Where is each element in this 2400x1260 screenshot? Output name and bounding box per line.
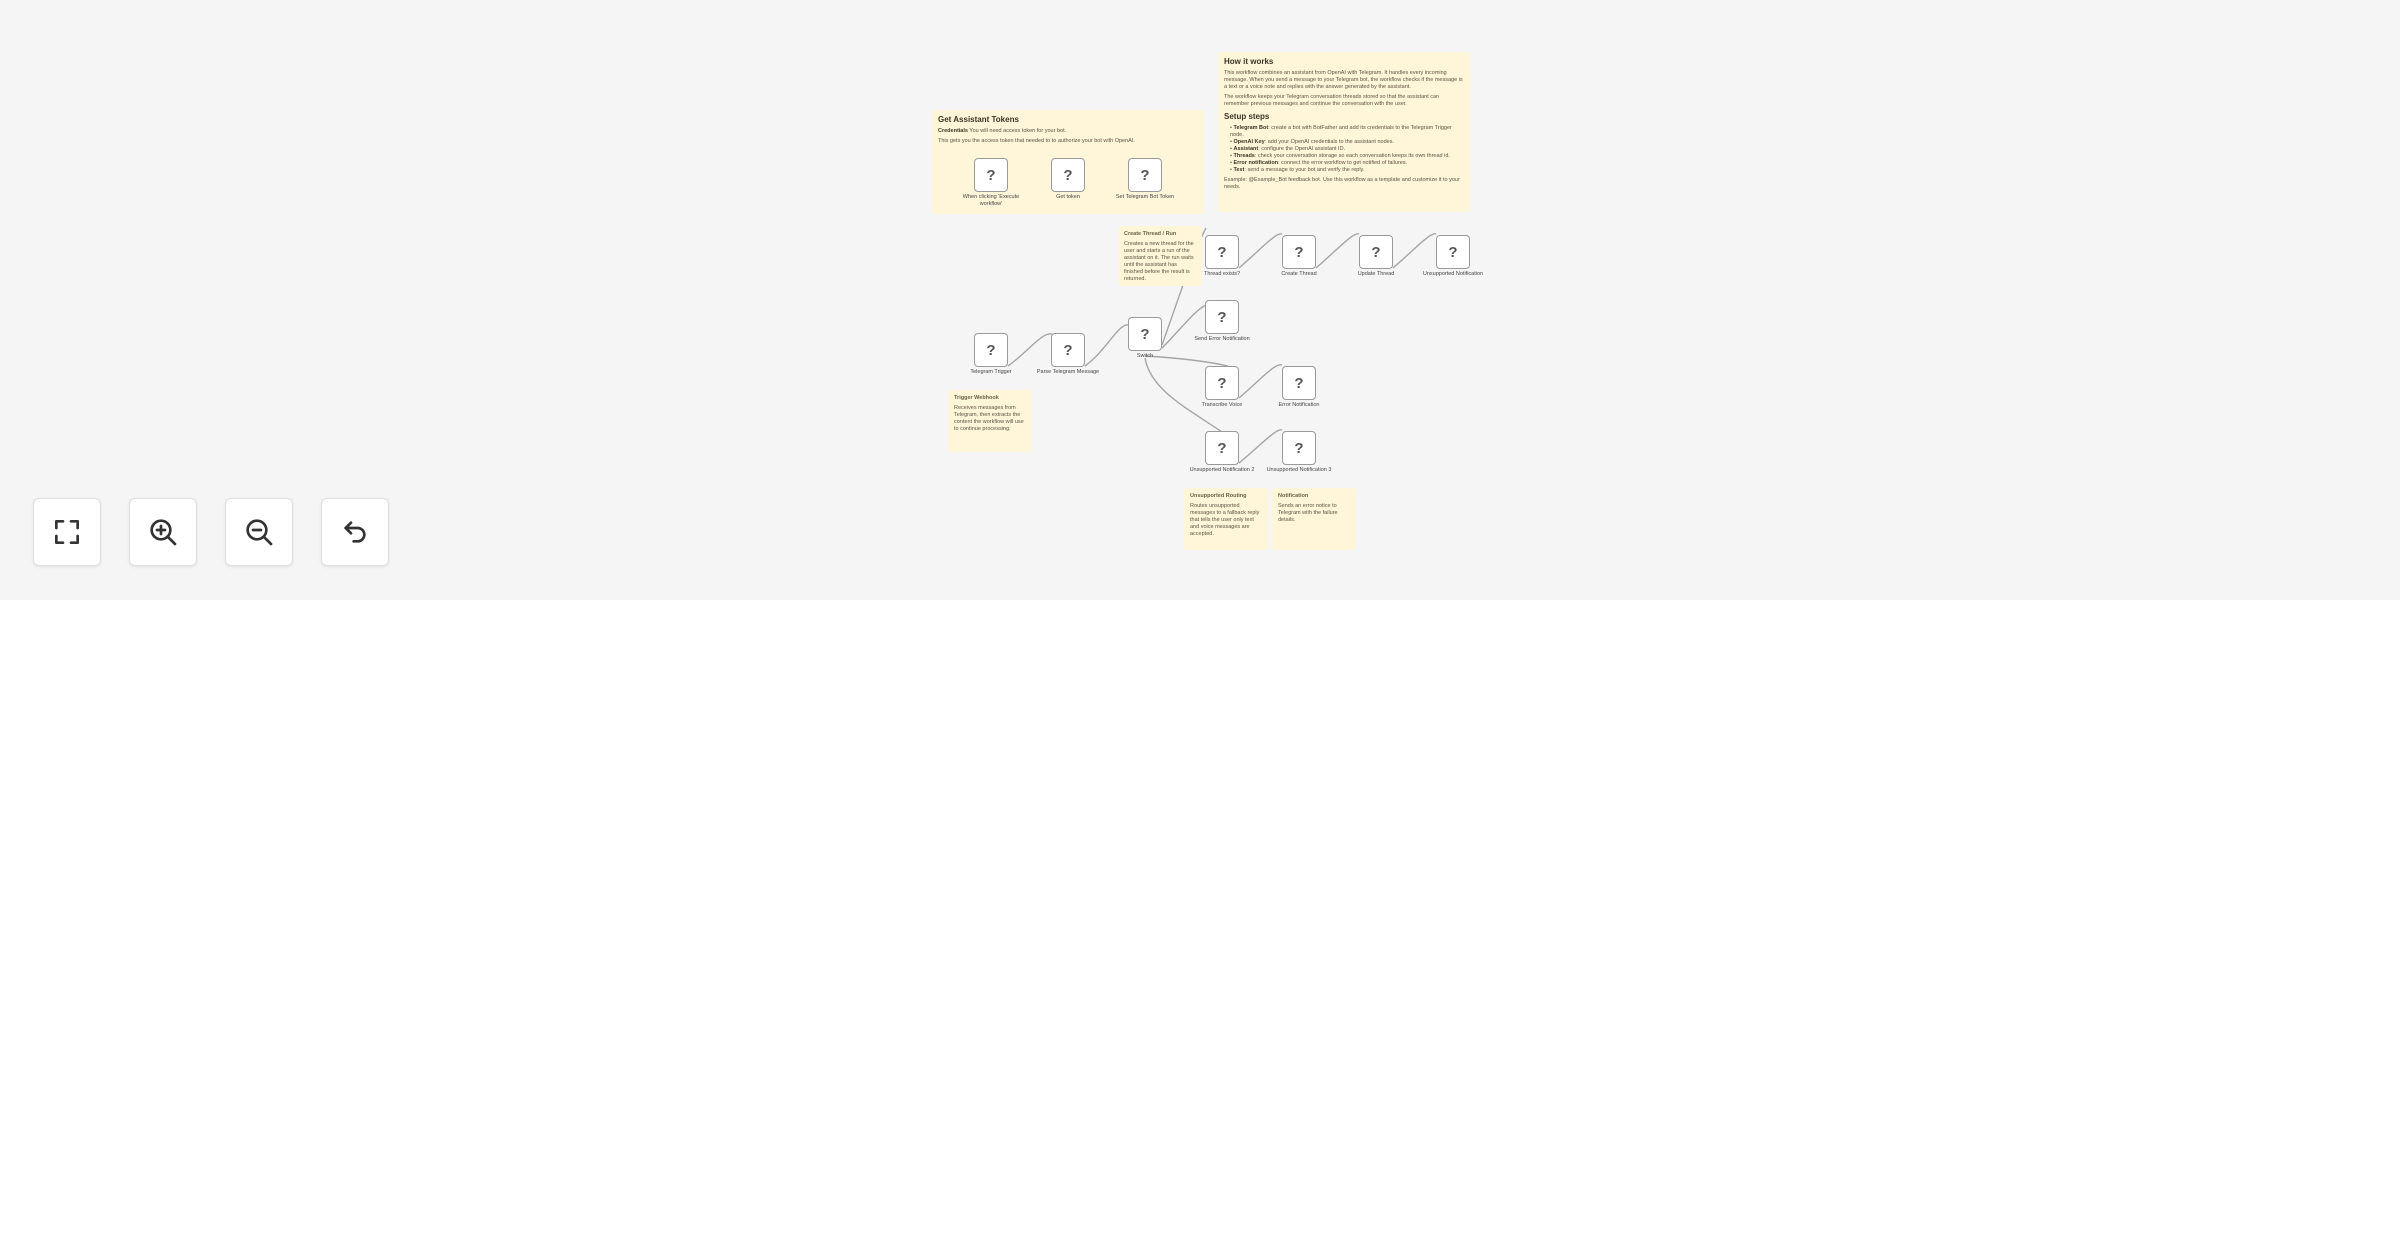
note-title: Get Assistant Tokens <box>938 115 1019 124</box>
workflow-node[interactable]: ? <box>1282 366 1316 400</box>
node-label: Send Error Notification <box>1194 336 1250 342</box>
connection <box>1007 333 1053 367</box>
node-label: Unsupported Notification 3 <box>1266 467 1332 473</box>
undo-icon <box>344 521 366 543</box>
sticky-note-unsupported[interactable]: Unsupported Routing Routes unsupported m… <box>1184 488 1268 550</box>
node-label: Update Thread <box>1357 271 1395 277</box>
unknown-node-icon: ? <box>986 341 996 359</box>
setup-step: • Telegram Bot: create a bot with BotFat… <box>1230 125 1452 138</box>
node-label: Error Notification <box>1278 402 1320 408</box>
workflow-node[interactable]: ? <box>974 333 1008 367</box>
unknown-node-icon: ? <box>1140 166 1150 184</box>
sticky-note-how-it-works[interactable]: How it works This workflow combines an a… <box>1218 52 1470 212</box>
node-label: Unsupported Notification <box>1422 271 1484 277</box>
workflow-node[interactable]: ? <box>1128 317 1162 351</box>
connection <box>1238 233 1283 269</box>
node-label: Telegram Trigger <box>970 369 1012 375</box>
workflow-node[interactable]: ? <box>1282 431 1316 465</box>
workflow-node[interactable]: ? <box>1205 300 1239 334</box>
unknown-node-icon: ? <box>1217 374 1227 392</box>
unknown-node-icon: ? <box>1063 341 1073 359</box>
reset-zoom-button[interactable] <box>321 498 389 566</box>
workflow-node[interactable]: ? <box>1051 158 1085 192</box>
note-text: Example: @Example_Bot feedback bot. Use … <box>1224 177 1460 190</box>
node-label: Unsupported Notification 2 <box>1189 467 1255 473</box>
unknown-node-icon: ? <box>1217 243 1227 261</box>
workflow-node[interactable]: ? <box>1282 235 1316 269</box>
sticky-note-trigger[interactable]: Trigger Webhook Receives messages from T… <box>948 390 1032 452</box>
unknown-node-icon: ? <box>1217 439 1227 457</box>
connection <box>1315 233 1360 269</box>
sticky-note-notification[interactable]: Notification Sends an error notice to Te… <box>1272 488 1356 550</box>
note-text: Creates a new thread for the user and st… <box>1124 241 1194 282</box>
setup-step: • Test: send a message to your bot and v… <box>1230 167 1365 173</box>
note-title: How it works <box>1224 57 1274 66</box>
connection <box>1392 233 1437 269</box>
setup-step: • Threads: check your conversation stora… <box>1230 153 1450 159</box>
node-label: Set Telegram Bot Token <box>1115 194 1175 200</box>
connection <box>1144 357 1223 433</box>
setup-step: • Assistant: configure the OpenAI assist… <box>1230 146 1346 152</box>
note-title: Create Thread / Run <box>1124 231 1177 237</box>
note-text: The workflow keeps your Telegram convers… <box>1224 94 1440 107</box>
fullscreen-icon <box>55 520 79 544</box>
note-text: This gets you the access token that need… <box>938 138 1135 144</box>
workflow-node[interactable]: ? <box>1205 431 1239 465</box>
setup-step: • OpenAI Key: add your OpenAI credential… <box>1230 139 1394 145</box>
zoom-out-button[interactable] <box>225 498 293 566</box>
workflow-node[interactable]: ? <box>1205 235 1239 269</box>
note-text: Routes unsupported messages to a fallbac… <box>1190 503 1260 537</box>
note-title: Trigger Webhook <box>954 395 999 401</box>
note-title: Unsupported Routing <box>1190 493 1247 499</box>
setup-title: Setup steps <box>1224 112 1270 121</box>
unknown-node-icon: ? <box>986 166 996 184</box>
node-label: Create Thread <box>1281 271 1317 277</box>
unknown-node-icon: ? <box>1294 243 1304 261</box>
node-label: When clicking 'Execute workflow' <box>962 194 1020 207</box>
connection <box>1238 429 1283 464</box>
workflow-canvas[interactable]: Get Assistant Tokens Credentials You wil… <box>0 0 2400 600</box>
zoom-in-button[interactable] <box>129 498 197 566</box>
workflow-node[interactable]: ? <box>1128 158 1162 192</box>
setup-steps-list: • Telegram Bot: create a bot with BotFat… <box>1224 125 1464 174</box>
zoom-out-icon <box>246 519 273 546</box>
unknown-node-icon: ? <box>1217 308 1227 326</box>
connection <box>1161 304 1207 349</box>
workflow-node[interactable]: ? <box>1205 366 1239 400</box>
node-label: Thread exists? <box>1203 271 1241 277</box>
fit-view-button[interactable] <box>33 498 101 566</box>
workflow-node[interactable]: ? <box>974 158 1008 192</box>
node-label: Transcribe Voice <box>1201 402 1243 408</box>
unknown-node-icon: ? <box>1371 243 1381 261</box>
note-text: This workflow combines an assistant from… <box>1224 70 1463 90</box>
node-label: Switch <box>1136 353 1154 359</box>
unknown-node-icon: ? <box>1294 439 1304 457</box>
note-text: Credentials You will need access token f… <box>938 128 1067 134</box>
unknown-node-icon: ? <box>1140 325 1150 343</box>
note-title: Notification <box>1278 493 1309 499</box>
node-label: Get token <box>1056 194 1080 200</box>
workflow-node[interactable]: ? <box>1359 235 1393 269</box>
unknown-node-icon: ? <box>1448 243 1458 261</box>
node-label: Parse Telegram Message <box>1036 369 1100 375</box>
zoom-in-icon <box>150 519 177 546</box>
connection <box>1238 364 1283 399</box>
setup-step: • Error notification: connect the error … <box>1230 160 1408 166</box>
unknown-node-icon: ? <box>1294 374 1304 392</box>
unknown-node-icon: ? <box>1063 166 1073 184</box>
workflow-node[interactable]: ? <box>1436 235 1470 269</box>
workflow-node[interactable]: ? <box>1051 333 1085 367</box>
connection <box>1144 355 1229 367</box>
note-text: Receives messages from Telegram, then ex… <box>954 405 1024 432</box>
sticky-note-thread-run[interactable]: Create Thread / Run Creates a new thread… <box>1118 226 1202 286</box>
connection <box>1084 324 1130 367</box>
note-text: Sends an error notice to Telegram with t… <box>1278 503 1338 523</box>
